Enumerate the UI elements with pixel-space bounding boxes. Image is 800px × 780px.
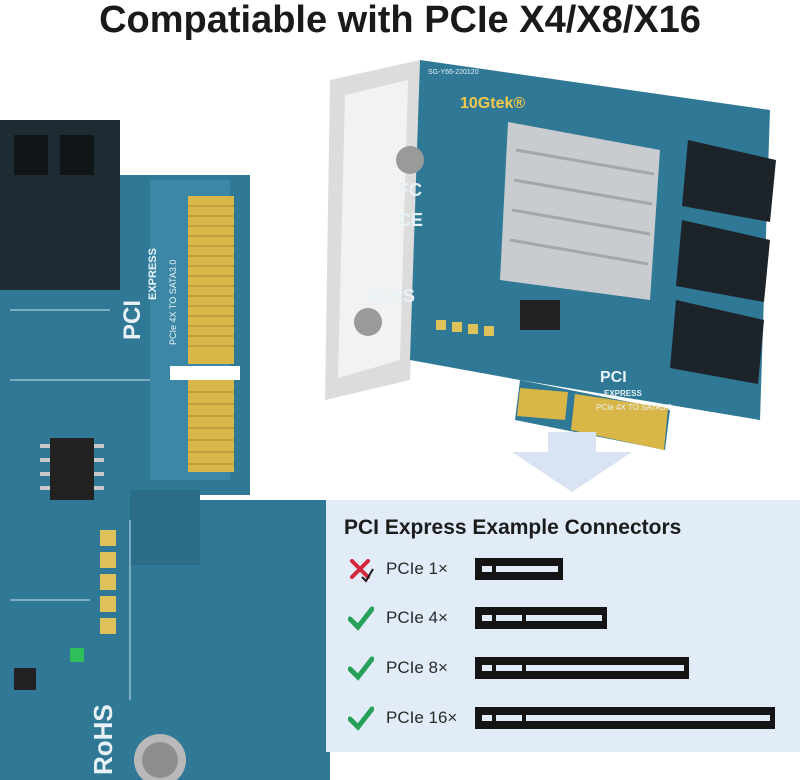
row-label: PCIe 8× bbox=[386, 658, 448, 677]
arrow-stem bbox=[548, 432, 596, 454]
slot-4x-icon bbox=[475, 607, 607, 629]
check-icon bbox=[348, 606, 374, 631]
left-card-closeup: PCI EXPRESS PCIe 4X TO SATA3.0 RoHS bbox=[0, 120, 330, 780]
headline: Compatiable with PCIe X4/X8/X16 bbox=[99, 0, 701, 41]
left-rohs-text: RoHS bbox=[88, 704, 118, 775]
right-pci-logo: PCI bbox=[600, 369, 627, 386]
left-pci-logo: PCI bbox=[119, 300, 146, 340]
ce-mark: CE bbox=[398, 210, 423, 230]
panel-title: PCI Express Example Connectors bbox=[344, 516, 682, 539]
right-card: 10Gtek® SG-Y66-220120 FC CE RoHS PCI EXP… bbox=[325, 60, 776, 450]
row-label: PCIe 1× bbox=[386, 559, 448, 578]
gold-fingers-upper bbox=[188, 196, 234, 364]
cross-icon bbox=[350, 559, 374, 583]
row-label: PCIe 16× bbox=[386, 708, 458, 727]
part-number: SG-Y66-220120 bbox=[428, 69, 479, 76]
check-icon bbox=[348, 656, 374, 681]
down-arrow-icon bbox=[512, 452, 632, 492]
right-sata-text: PCIe 4X TO SATA3.0 bbox=[596, 403, 672, 412]
right-gold-fingers bbox=[517, 388, 668, 450]
brand-logo: 10Gtek® bbox=[460, 95, 525, 112]
left-sata-text: PCIe 4X TO SATA3.0 bbox=[168, 260, 178, 345]
gold-fingers-lower bbox=[188, 380, 234, 472]
left-express-text: EXPRESS bbox=[147, 248, 159, 300]
connector-panel: PCI Express Example Connectors PCIe 1× P… bbox=[326, 500, 800, 752]
slot-1x-icon bbox=[475, 558, 563, 580]
right-rohs-text: RoHS bbox=[366, 286, 415, 306]
fc-mark: FC bbox=[398, 180, 422, 200]
slot-8x-icon bbox=[475, 657, 689, 679]
row-label: PCIe 4× bbox=[386, 608, 448, 627]
right-express-text: EXPRESS bbox=[604, 389, 642, 398]
check-icon bbox=[348, 706, 374, 731]
slot-16x-icon bbox=[475, 707, 775, 729]
